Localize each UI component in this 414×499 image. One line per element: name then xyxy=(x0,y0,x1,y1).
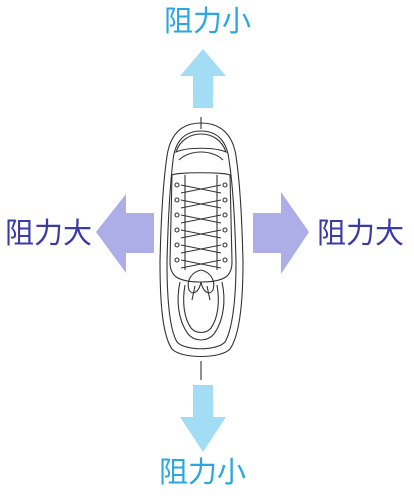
arrow-up-icon xyxy=(180,49,226,108)
label-right-high-resistance: 阻力大 xyxy=(317,216,405,250)
label-top-low-resistance: 阻力小 xyxy=(164,4,252,38)
arrow-down-icon xyxy=(180,385,226,452)
arrow-left-icon xyxy=(96,194,154,273)
sneaker-icon xyxy=(159,117,244,380)
label-bottom-low-resistance: 阻力小 xyxy=(159,455,247,489)
label-left-high-resistance: 阻力大 xyxy=(5,216,93,250)
arrow-right-icon xyxy=(253,192,309,274)
